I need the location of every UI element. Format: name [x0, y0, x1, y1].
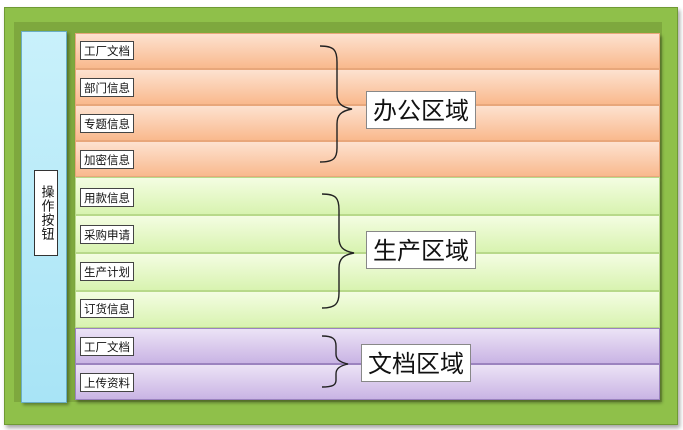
production-item-order-info[interactable]: 订货信息: [80, 299, 134, 318]
office-item-encrypted-info[interactable]: 加密信息: [80, 150, 134, 169]
documents-zone-label: 文档区域: [361, 344, 471, 382]
documents-brace: [321, 335, 349, 388]
office-item-department-info[interactable]: 部门信息: [80, 78, 134, 97]
office-zone-label: 办公区域: [366, 91, 476, 129]
production-item-payment-info[interactable]: 用款信息: [80, 188, 134, 207]
production-brace: [321, 193, 355, 309]
office-row-1: [75, 33, 660, 69]
office-row-4: [75, 141, 660, 177]
side-button-label[interactable]: 操作按钮: [34, 170, 58, 256]
production-zone-label: 生产区域: [366, 231, 476, 269]
office-item-factory-docs[interactable]: 工厂文档: [80, 41, 134, 60]
production-item-purchase-request[interactable]: 采购申请: [80, 225, 134, 244]
office-item-topic-info[interactable]: 专题信息: [80, 114, 134, 133]
production-item-production-plan[interactable]: 生产计划: [80, 262, 134, 281]
office-brace: [319, 45, 353, 163]
documents-item-upload-materials[interactable]: 上传资料: [80, 373, 134, 392]
documents-item-factory-docs[interactable]: 工厂文档: [80, 337, 134, 356]
production-row-1: [75, 177, 660, 215]
production-row-4: [75, 291, 660, 328]
